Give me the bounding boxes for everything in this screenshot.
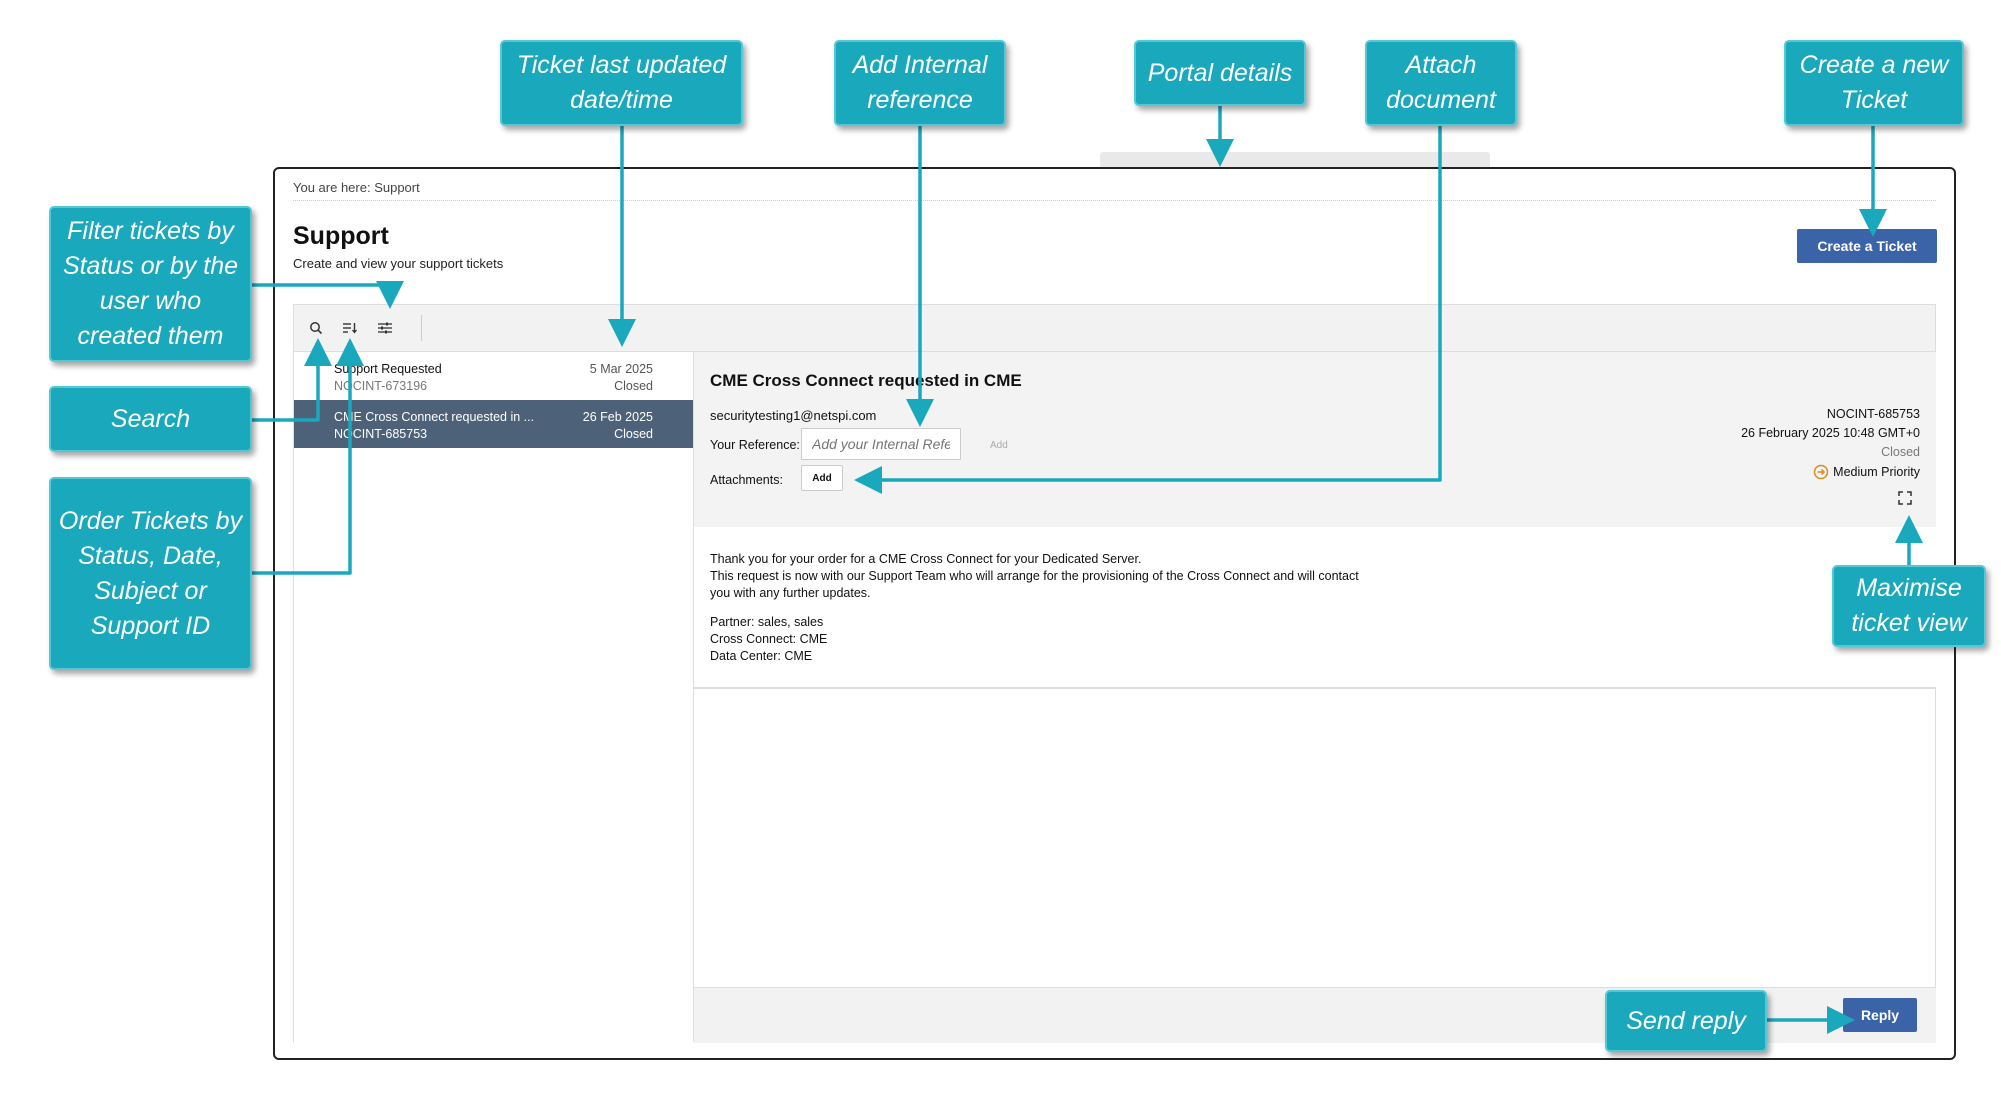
ticket-subject: CME Cross Connect requested in ... [334,410,535,424]
page-subtitle: Create and view your support tickets [293,256,504,271]
sort-icon[interactable] [339,317,361,339]
filter-icon[interactable] [374,317,396,339]
create-ticket-button[interactable]: Create a Ticket [1797,229,1937,263]
ticket-id: NOCINT-673196 [334,379,428,393]
ticket-email: securitytesting1@netspi.com [710,408,877,423]
ticket-detail-datetime: 26 February 2025 10:48 GMT+0 [1741,426,1920,440]
search-icon[interactable] [305,317,327,339]
priority-label: Medium Priority [1833,465,1920,479]
portal-details-bar[interactable] [1100,152,1490,168]
breadcrumb: You are here: Support [293,180,420,195]
ticket-date: 5 Mar 2025 [589,362,653,376]
callout-order: Order Tickets by Status, Date, Subject o… [49,477,252,670]
message-line: Thank you for your order for a CME Cross… [710,552,1142,566]
callout-maximise: Maximise ticket view [1832,565,1986,647]
ticket-list-item[interactable]: Support Requested NOCINT-673196 5 Mar 20… [294,352,693,400]
ticket-detail-id: NOCINT-685753 [1826,407,1920,421]
priority-badge: Medium Priority [1813,464,1920,480]
callout-filter: Filter tickets by Status or by the user … [49,206,252,362]
message-line: Cross Connect: CME [710,632,828,646]
reference-label: Your Reference: [710,438,800,452]
toolbar-divider [421,315,422,341]
ticket-title: CME Cross Connect requested in CME [710,371,1022,390]
ticket-message: Thank you for your order for a CME Cross… [694,527,1936,689]
ticket-status: Closed [614,427,653,441]
breadcrumb-divider [293,200,1936,201]
ticket-date: 26 Feb 2025 [582,410,653,424]
message-line: Data Center: CME [710,649,813,663]
ticket-subject: Support Requested [334,362,442,376]
callout-search: Search [49,386,252,452]
message-line: Partner: sales, sales [710,615,824,629]
callout-create-ticket: Create a new Ticket [1784,40,1964,126]
message-line: you with any further updates. [710,586,871,600]
ticket-list: Support Requested NOCINT-673196 5 Mar 20… [294,352,694,1042]
callout-internal-reference: Add Internal reference [834,40,1006,126]
reference-add-button[interactable]: Add [990,440,1008,451]
maximise-icon[interactable] [1898,491,1912,505]
attachments-label: Attachments: [710,473,783,487]
callout-send-reply: Send reply [1605,990,1767,1052]
ticket-detail-status: Closed [1881,445,1920,459]
support-panel: Support Requested NOCINT-673196 5 Mar 20… [293,304,1936,1043]
reference-input[interactable] [801,428,961,460]
callout-portal-details: Portal details [1134,40,1306,106]
message-line: This request is now with our Support Tea… [710,569,1359,583]
callout-attach-document: Attach document [1365,40,1517,126]
ticket-toolbar [294,305,1935,352]
ticket-id: NOCINT-685753 [334,427,428,441]
reply-button[interactable]: Reply [1843,998,1917,1032]
priority-icon [1813,464,1829,480]
attach-add-button[interactable]: Add [801,465,843,491]
page-title: Support [293,222,389,250]
ticket-detail-header: CME Cross Connect requested in CME secur… [694,352,1936,527]
ticket-status: Closed [614,379,653,393]
callout-last-updated: Ticket last updated date/time [500,40,743,126]
ticket-list-item[interactable]: CME Cross Connect requested in ... NOCIN… [294,400,693,448]
